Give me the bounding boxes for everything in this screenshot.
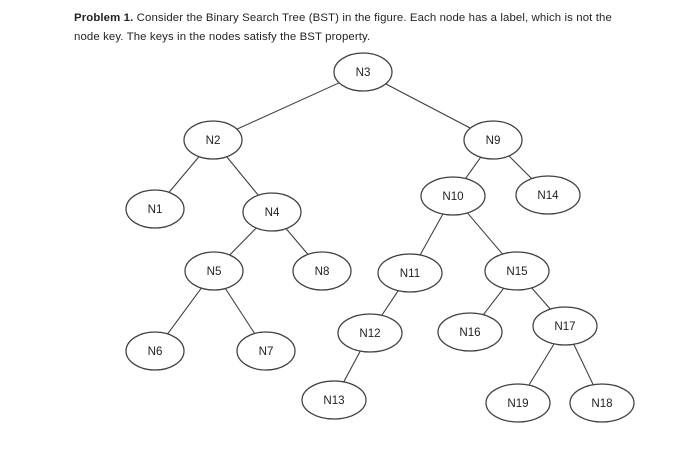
node-label-n13: N13 <box>323 394 344 407</box>
problem-text: Consider the Binary Search Tree (BST) in… <box>74 12 612 43</box>
node-label-n6: N6 <box>148 345 163 358</box>
tree-node-n4[interactable]: N4 <box>242 192 302 232</box>
node-label-n8: N8 <box>315 265 330 278</box>
tree-edge-n17-n19 <box>528 343 555 386</box>
tree-node-n18[interactable]: N18 <box>569 383 635 423</box>
node-shape-n7 <box>236 331 296 371</box>
tree-node-n13[interactable]: N13 <box>301 380 367 420</box>
tree-edge-n5-n6 <box>167 287 202 335</box>
tree-node-n7[interactable]: N7 <box>236 331 296 371</box>
tree-node-n1[interactable]: N1 <box>125 189 185 229</box>
node-shape-n11 <box>377 253 443 293</box>
node-shape-n4 <box>242 192 302 232</box>
tree-edge-n2-n4 <box>226 156 259 196</box>
tree-edge-n5-n7 <box>224 288 256 334</box>
node-label-n16: N16 <box>459 326 480 339</box>
tree-node-n15[interactable]: N15 <box>484 251 550 291</box>
node-label-n1: N1 <box>148 203 163 216</box>
tree-node-n8[interactable]: N8 <box>292 251 352 291</box>
node-shape-n15 <box>484 251 550 291</box>
tree-node-n16[interactable]: N16 <box>437 312 503 352</box>
tree-node-n11[interactable]: N11 <box>377 253 443 293</box>
node-label-n19: N19 <box>507 397 528 410</box>
node-label-n9: N9 <box>486 134 501 147</box>
tree-edge-n3-n2 <box>236 82 340 130</box>
tree-edge-n12-n13 <box>343 350 361 383</box>
node-shape-n19 <box>485 383 551 423</box>
node-label-n14: N14 <box>537 189 559 202</box>
node-label-n11: N11 <box>400 267 420 280</box>
tree-edge-n15-n16 <box>482 287 505 316</box>
node-shape-n13 <box>301 380 367 420</box>
node-shape-n12 <box>337 313 403 353</box>
node-shape-n16 <box>437 312 503 352</box>
node-shape-n17 <box>532 306 598 346</box>
node-shape-n14 <box>515 175 581 215</box>
node-shape-n2 <box>183 120 243 160</box>
node-label-n15: N15 <box>506 265 527 278</box>
tree-edge-n10-n11 <box>419 213 444 256</box>
tree-edge-n17-n18 <box>573 344 594 385</box>
problem-statement: Problem 1. Consider the Binary Search Tr… <box>74 9 622 47</box>
tree-edge-n9-n10 <box>465 156 482 179</box>
tree-edge-n15-n17 <box>531 287 551 310</box>
tree-node-n10[interactable]: N10 <box>420 176 486 216</box>
tree-node-n19[interactable]: N19 <box>485 383 551 423</box>
tree-node-n17[interactable]: N17 <box>532 306 598 346</box>
tree-edge-n10-n15 <box>467 212 503 255</box>
node-label-n5: N5 <box>207 265 222 278</box>
node-shape-n6 <box>125 331 185 371</box>
node-shape-n10 <box>420 176 486 216</box>
tree-node-n2[interactable]: N2 <box>183 120 243 160</box>
node-label-n12: N12 <box>359 327 380 340</box>
tree-node-n14[interactable]: N14 <box>515 175 581 215</box>
tree-edge-n4-n8 <box>285 228 309 255</box>
node-label-n18: N18 <box>591 397 612 410</box>
tree-edge-n4-n5 <box>229 227 257 256</box>
tree-edge-n9-n14 <box>508 155 533 180</box>
node-shape-n5 <box>184 251 244 291</box>
node-label-n17: N17 <box>554 320 575 333</box>
tree-node-n9[interactable]: N9 <box>463 120 523 160</box>
node-shape-n3 <box>333 52 393 92</box>
node-shape-n1 <box>125 189 185 229</box>
node-label-n10: N10 <box>442 190 463 203</box>
tree-node-n5[interactable]: N5 <box>184 251 244 291</box>
tree-edge-n11-n12 <box>381 290 399 316</box>
tree-edge-n3-n9 <box>385 83 471 129</box>
node-shape-n8 <box>292 251 352 291</box>
tree-node-n3[interactable]: N3 <box>333 52 393 92</box>
node-shape-n18 <box>569 383 635 423</box>
node-shape-n9 <box>463 120 523 160</box>
tree-edge-n2-n1 <box>168 156 200 193</box>
node-label-n4: N4 <box>265 206 280 219</box>
problem-number: Problem 1. <box>74 12 134 24</box>
node-label-n2: N2 <box>206 134 221 147</box>
tree-node-n12[interactable]: N12 <box>337 313 403 353</box>
tree-node-n6[interactable]: N6 <box>125 331 185 371</box>
node-label-n3: N3 <box>356 66 371 79</box>
tree-edge-layer <box>167 82 594 386</box>
node-label-n7: N7 <box>259 345 274 358</box>
